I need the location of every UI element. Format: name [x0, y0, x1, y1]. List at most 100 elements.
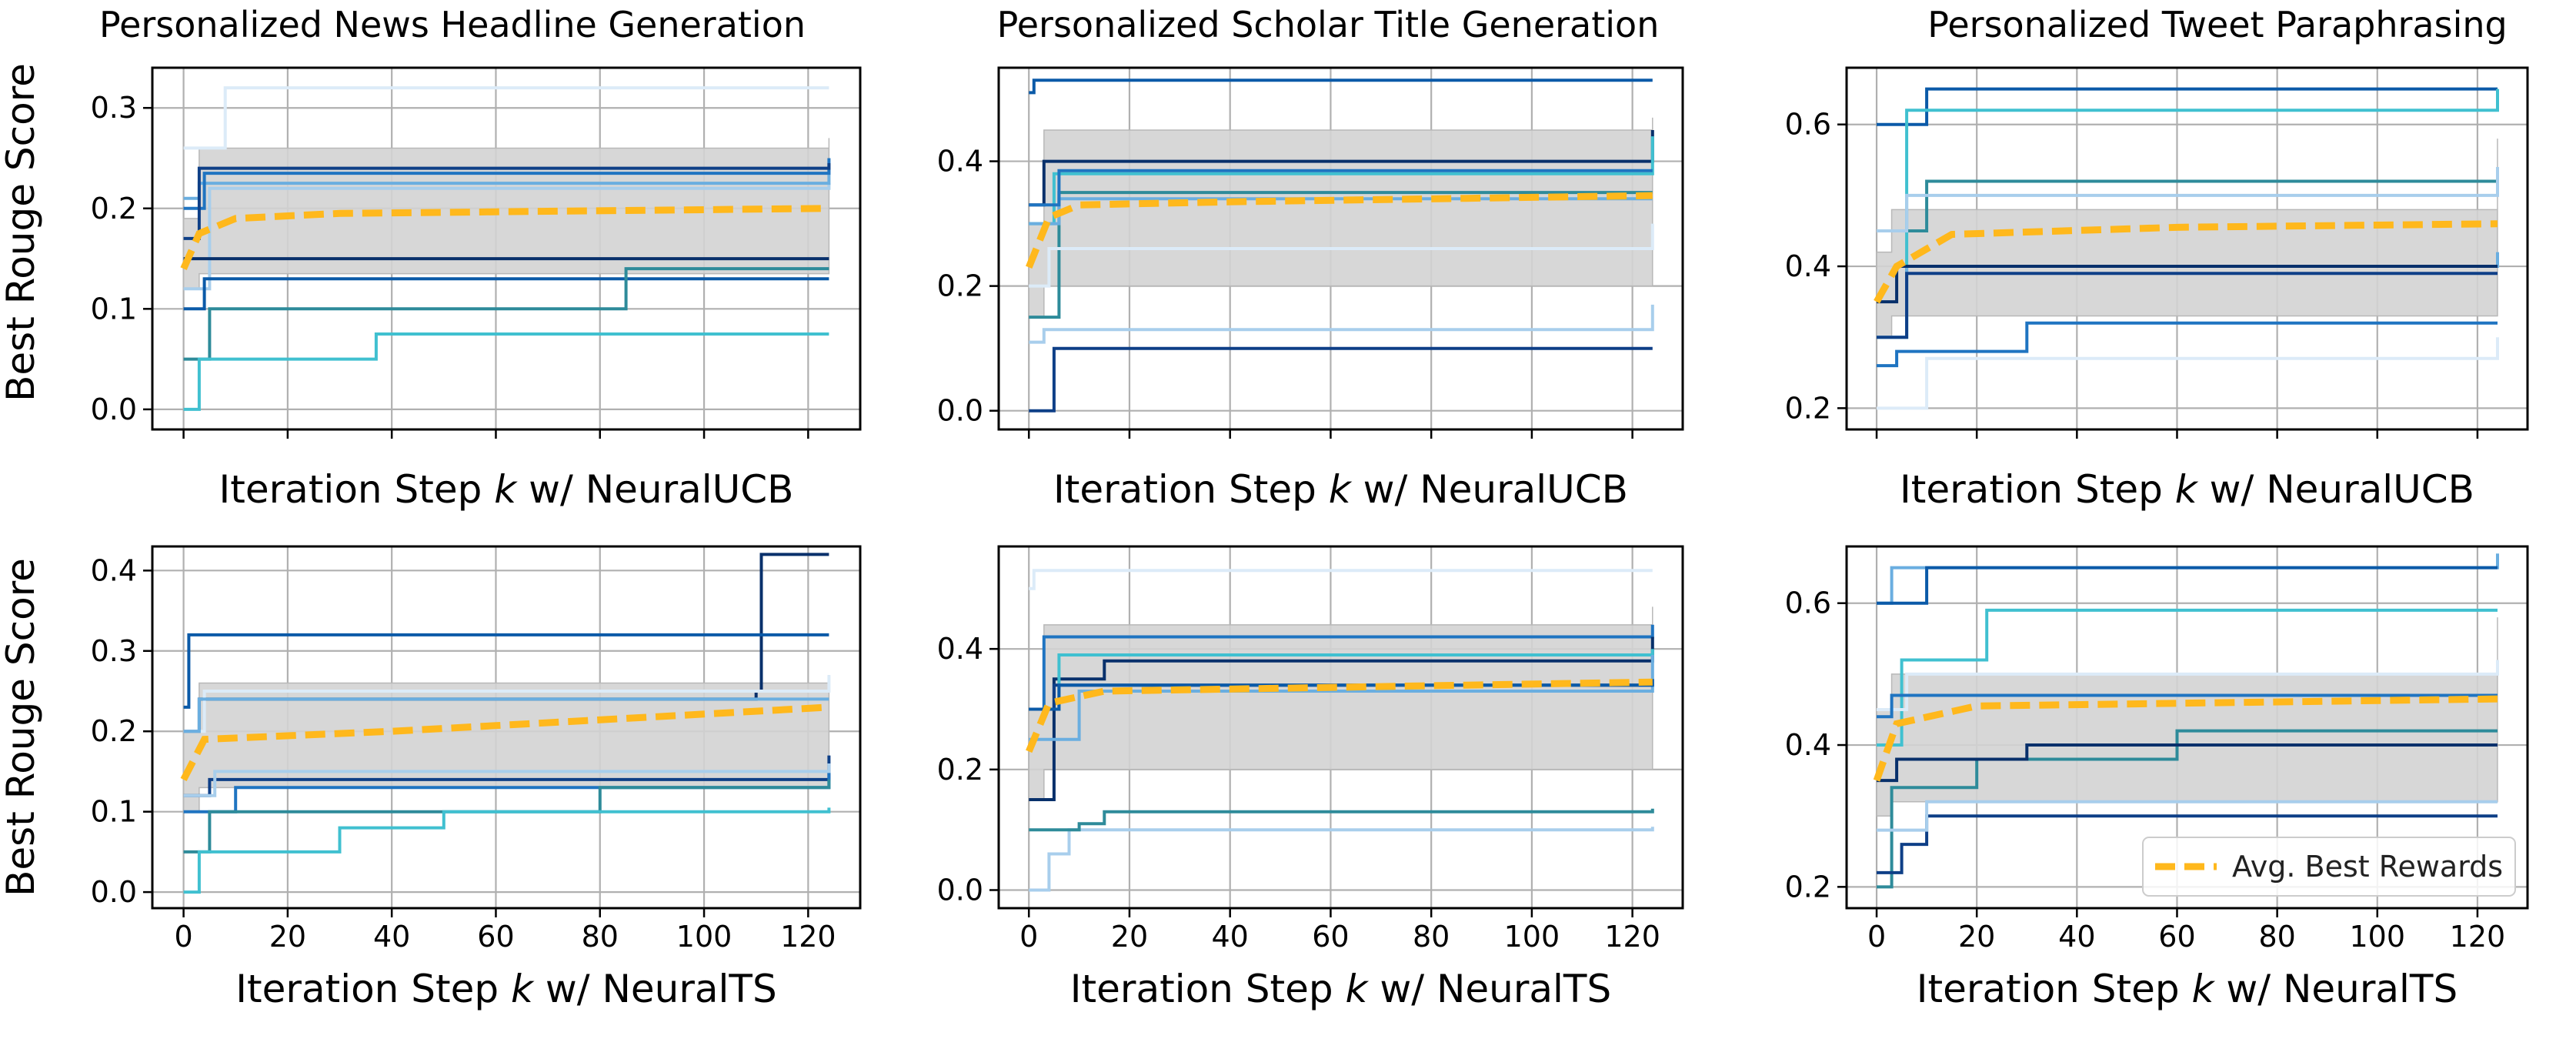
series-line-7 — [1029, 808, 1654, 832]
x-tick-label: 120 — [2450, 920, 2506, 954]
x-tick-label: 100 — [1504, 920, 1560, 954]
series-line-4 — [1877, 693, 2498, 719]
title-news-headline: Personalized News Headline Generation — [99, 4, 806, 45]
y-tick-label: 0.4 — [1785, 728, 1831, 762]
axes-frame — [1845, 545, 2529, 910]
y-tick-label: 0.2 — [937, 269, 983, 303]
series-line-0 — [183, 86, 829, 150]
legend: Avg. Best Rewards — [2142, 837, 2516, 897]
std-band — [1876, 617, 2498, 817]
title-tweet-paraphrasing: Personalized Tweet Paraphrasing — [1927, 4, 2507, 45]
ylabel-bottom: Best Rouge Score — [0, 558, 43, 897]
x-tick-label: 100 — [2350, 920, 2406, 954]
y-tick-label: 0.6 — [1785, 108, 1831, 142]
x-tick-label: 20 — [1111, 920, 1148, 954]
plot-area — [1026, 79, 1654, 413]
x-tick-label: 120 — [1604, 920, 1660, 954]
y-tick-label: 0.2 — [1785, 870, 1831, 904]
series-line-6 — [1877, 743, 2498, 783]
avg-best-reward-line — [1874, 220, 2498, 304]
x-tick-label: 120 — [780, 920, 836, 954]
series-line-7 — [1029, 304, 1654, 344]
x-tick-label: 40 — [1212, 920, 1249, 954]
plot-area — [180, 86, 831, 411]
x-tick-label: 0 — [174, 920, 192, 954]
series-line-4 — [183, 277, 829, 311]
x-tick-label: 40 — [373, 920, 410, 954]
y-tick-label: 0.4 — [91, 553, 137, 587]
avg-best-reward-line — [180, 703, 829, 781]
x-tick-label: 60 — [1312, 920, 1349, 954]
xlabel-0: Iteration Step k w/ NeuralUCB — [219, 467, 794, 512]
std-band — [1028, 117, 1653, 318]
y-tick-label: 0.6 — [1785, 586, 1831, 620]
series-line-3 — [1877, 167, 2499, 232]
x-tick-label: 20 — [1958, 920, 1995, 954]
std-band — [1876, 139, 2498, 338]
series-line-3 — [183, 697, 829, 733]
y-tick-label: 0.2 — [91, 192, 137, 226]
y-tick-label: 0.4 — [937, 632, 983, 666]
axes-frame — [151, 545, 862, 910]
axes-frame — [151, 66, 862, 431]
x-tick-label: 100 — [676, 920, 732, 954]
axes-frame — [997, 545, 1684, 910]
y-tick-label: 0.2 — [937, 753, 983, 787]
y-tick-label: 0.3 — [91, 91, 137, 125]
series-line-2 — [1877, 608, 2498, 747]
std-band — [182, 675, 830, 813]
series-line-1 — [183, 633, 829, 709]
avg-best-reward-line — [1873, 695, 2498, 782]
title-scholar-title: Personalized Scholar Title Generation — [997, 4, 1660, 45]
series-line-6 — [1029, 827, 1654, 892]
series-line-4 — [1029, 191, 1653, 319]
x-tick-label: 80 — [582, 920, 619, 954]
y-tick-label: 0.2 — [91, 714, 137, 748]
series-line-1 — [1877, 566, 2498, 605]
xlabel-3: Iteration Step k w/ NeuralTS — [235, 967, 776, 1011]
legend-label: Avg. Best Rewards — [2232, 850, 2503, 884]
series-line-1 — [183, 183, 831, 291]
y-tick-label: 0.4 — [937, 145, 983, 179]
xlabel-1: Iteration Step k w/ NeuralUCB — [1053, 467, 1628, 512]
y-tick-label: 0.0 — [937, 394, 983, 428]
y-tick-label: 0.3 — [91, 634, 137, 668]
series-line-0 — [1877, 553, 2499, 605]
x-tick-label: 40 — [2058, 920, 2095, 954]
ylabel-top: Best Rouge Score — [0, 63, 43, 402]
series-line-6 — [1029, 169, 1653, 207]
series-line-8 — [1877, 337, 2499, 410]
series-line-5 — [1877, 729, 2498, 889]
y-tick-label: 0.4 — [1785, 249, 1831, 283]
plot-area — [1026, 569, 1654, 892]
series-line-7 — [1877, 321, 2498, 368]
series-line-8 — [183, 332, 829, 411]
series-line-0 — [1877, 87, 2498, 126]
x-tick-label: 80 — [1413, 920, 1450, 954]
series-line-7 — [1877, 814, 2498, 874]
x-tick-label: 60 — [477, 920, 514, 954]
y-tick-label: 0.1 — [91, 795, 137, 829]
xlabel-2: Iteration Step k w/ NeuralUCB — [1900, 467, 2474, 512]
series-line-0 — [1029, 79, 1653, 95]
y-tick-label: 0.0 — [91, 393, 137, 426]
avg-best-reward-line — [180, 205, 829, 270]
legend-box — [2142, 837, 2516, 897]
x-tick-label: 20 — [269, 920, 306, 954]
series-line-8 — [183, 763, 831, 797]
series-line-7 — [183, 807, 831, 894]
avg-best-reward-line — [1026, 192, 1653, 269]
avg-best-reward-line — [1026, 678, 1653, 753]
plot-area — [180, 553, 831, 894]
axes-frame — [997, 66, 1684, 431]
series-line-7 — [183, 267, 829, 361]
x-tick-label: 60 — [2158, 920, 2195, 954]
x-tick-label: 0 — [1019, 920, 1038, 954]
